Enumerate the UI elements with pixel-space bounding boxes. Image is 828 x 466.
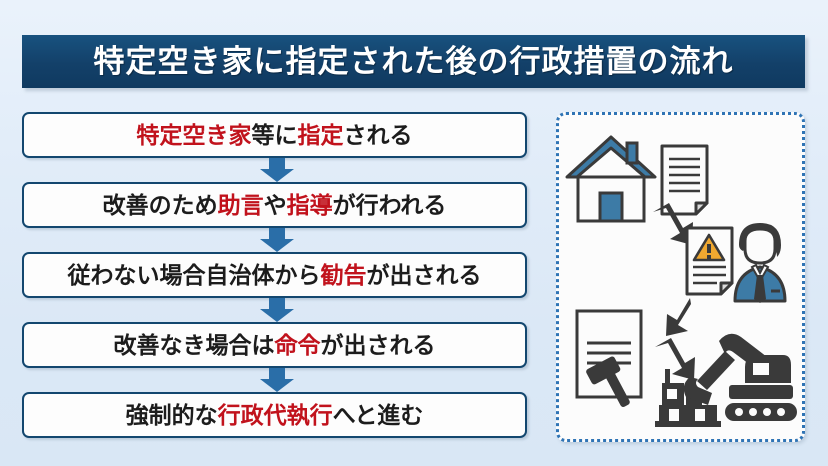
step-order-seg-0: 改善なき場合は — [113, 331, 275, 358]
arrow-down-right-icon-3 — [655, 338, 695, 380]
arrow-down-left-icon-2 — [666, 298, 691, 336]
flow-arrow-down-icon-4 — [260, 368, 294, 392]
step-advice-guidance-seg-4: が行われる — [332, 191, 447, 218]
step-advice-guidance-seg-0: 改善のため — [102, 191, 218, 218]
official-person-icon — [733, 223, 787, 303]
step-designation-seg-2: 指定 — [297, 121, 344, 148]
step-designation-seg-0: 特定空き家 — [136, 121, 252, 148]
page-title: 特定空き家に指定された後の行政措置の流れ — [93, 44, 734, 79]
step-order-seg-1: 命令 — [274, 331, 321, 358]
step-order-label: 改善なき場合は命令が出される — [113, 331, 436, 358]
arrow-head — [260, 379, 294, 392]
process-illustration-panel — [556, 112, 805, 442]
flow-arrow-down-icon-3 — [260, 298, 294, 322]
step-designation-seg-1: 等に — [251, 121, 298, 148]
step-recommendation-label: 従わない場合自治体から勧告が出される — [67, 261, 482, 288]
step-order: 改善なき場合は命令が出される — [22, 322, 527, 368]
arrow-shaft — [269, 228, 285, 240]
warning-document-icon — [685, 226, 734, 296]
step-administrative-execution: 強制的な行政代執行へと進む — [22, 392, 527, 438]
step-advice-guidance-seg-2: や — [263, 191, 287, 218]
step-administrative-execution-seg-1: 行政代執行 — [217, 401, 333, 428]
illustration-svg — [565, 135, 797, 427]
step-advice-guidance-label: 改善のため助言や指導が行われる — [102, 191, 447, 218]
step-recommendation: 従わない場合自治体から勧告が出される — [22, 252, 527, 298]
arrow-shaft — [269, 368, 285, 380]
step-administrative-execution-label: 強制的な行政代執行へと進む — [125, 401, 424, 428]
step-administrative-execution-seg-0: 強制的な — [125, 401, 218, 428]
flow-arrow-down-icon-1 — [260, 158, 294, 182]
document-icon — [660, 144, 709, 216]
step-designation-label: 特定空き家等に指定される — [136, 121, 413, 148]
step-recommendation-seg-2: が出される — [366, 261, 482, 288]
arrow-shaft — [269, 158, 285, 170]
process-flow: 特定空き家等に指定される改善のため助言や指導が行われる従わない場合自治体から勧告… — [22, 112, 531, 442]
arrow-head — [260, 309, 294, 322]
step-advice-guidance: 改善のため助言や指導が行われる — [22, 182, 527, 228]
step-designation: 特定空き家等に指定される — [22, 112, 527, 158]
arrow-head — [260, 239, 294, 252]
step-designation-seg-3: される — [343, 121, 413, 148]
step-advice-guidance-seg-1: 助言 — [217, 191, 264, 218]
arrow-head — [260, 169, 294, 182]
excavator-demolition-icon — [655, 333, 797, 427]
page-title-bar: 特定空き家に指定された後の行政措置の流れ — [22, 35, 805, 88]
step-advice-guidance-seg-3: 指導 — [286, 191, 333, 218]
step-administrative-execution-seg-2: へと進む — [332, 401, 424, 428]
step-recommendation-seg-1: 勧告 — [320, 261, 367, 288]
flow-arrow-down-icon-2 — [260, 228, 294, 252]
step-order-seg-2: が出される — [320, 331, 436, 358]
house-icon — [565, 135, 657, 223]
step-recommendation-seg-0: 従わない場合自治体から — [67, 261, 321, 288]
arrow-shaft — [269, 298, 285, 310]
gavel-document-icon — [575, 309, 643, 407]
arrow-down-right-icon-1 — [653, 203, 693, 245]
